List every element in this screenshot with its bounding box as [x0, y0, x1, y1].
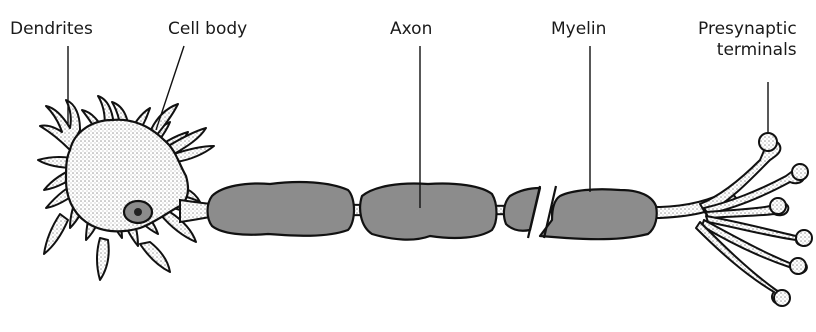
nucleolus	[134, 208, 142, 216]
myelin-sheath	[206, 180, 658, 241]
label-presynaptic-terminals: Presynaptic terminals	[698, 19, 797, 61]
label-presynaptic-line2: terminals	[716, 40, 797, 60]
label-presynaptic-line1: Presynaptic	[698, 19, 797, 39]
axon-break	[526, 185, 558, 239]
myelin-segment	[206, 180, 356, 237]
label-cell-body: Cell body	[168, 19, 248, 39]
myelin-segment	[538, 188, 658, 241]
label-dendrites: Dendrites	[10, 19, 93, 39]
leader-lines	[67, 45, 769, 208]
label-axon: Axon	[390, 19, 433, 39]
label-myelin: Myelin	[551, 19, 607, 39]
myelin-segment	[502, 186, 542, 232]
cell-body	[64, 118, 190, 233]
myelin-segment	[359, 182, 498, 241]
leader-cell-body	[155, 45, 185, 131]
terminal-boutons	[758, 132, 813, 307]
